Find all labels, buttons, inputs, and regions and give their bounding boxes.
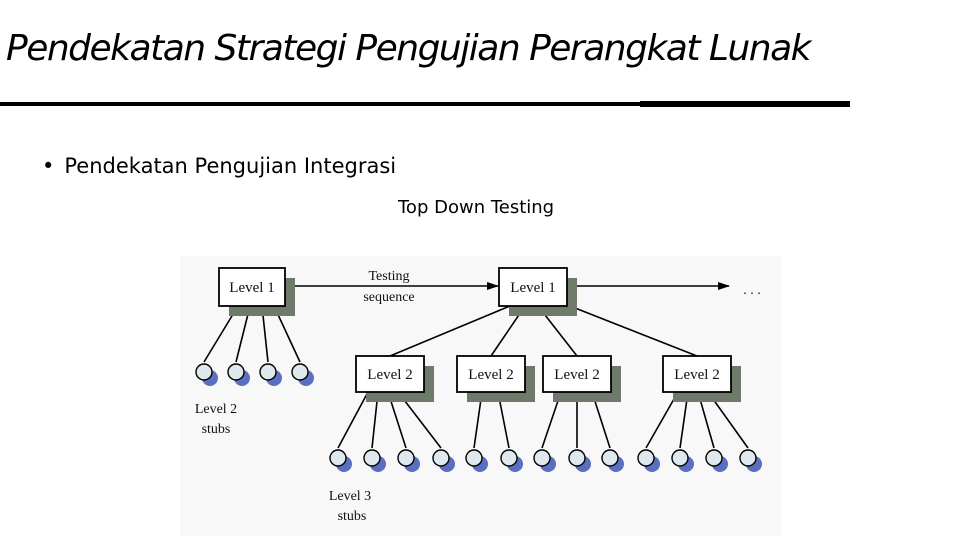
stub-circle	[195, 363, 213, 381]
level3-stub	[601, 449, 624, 472]
title-underline-thick	[640, 101, 850, 107]
level2-stub	[227, 363, 250, 386]
level1-box-right: Level 1	[498, 267, 577, 316]
slide-title: Pendekatan Strategi Pengujian Perangkat …	[6, 28, 812, 69]
level3-stubs-label-2: stubs	[338, 509, 367, 524]
box-label: Level 2	[554, 367, 599, 383]
box-label: Level 2	[674, 367, 719, 383]
stub-circle	[227, 363, 245, 381]
sequence-continuation-ellipsis: . . .	[743, 283, 761, 298]
level3-stub	[739, 449, 762, 472]
stub-circle	[397, 449, 415, 467]
top-down-testing-diagram: Level 1 Level 1 Level 2 Level 2 Level 2 Level…	[180, 256, 782, 536]
level2-box: Level 2	[456, 355, 535, 402]
level2-stub	[259, 363, 282, 386]
box-label: Level 2	[367, 367, 412, 383]
stub-circle	[671, 449, 689, 467]
level2-box: Level 2	[542, 355, 621, 402]
connector-line	[337, 391, 369, 449]
stub-circle	[259, 363, 277, 381]
stub-circle	[465, 449, 483, 467]
level2-box: Level 2	[355, 355, 434, 402]
box-frame	[218, 267, 286, 307]
connector-line	[645, 391, 679, 449]
diagram-canvas: Level 1 Level 1 Level 2 Level 2 Level 2 Level…	[195, 267, 762, 524]
level2-stubs-label-1: Level 2	[195, 402, 237, 417]
stub-circle	[601, 449, 619, 467]
level3-stub	[500, 449, 523, 472]
bullet-text: Pendekatan Pengujian Integrasi	[64, 154, 397, 178]
level3-stubs-label-1: Level 3	[329, 489, 371, 504]
box-label: Level 1	[510, 280, 555, 296]
level1-box-left: Level 1	[218, 267, 295, 316]
box-frame	[456, 355, 526, 393]
level2-box: Level 2	[662, 355, 741, 402]
stub-nodes	[195, 363, 762, 472]
box-frame	[662, 355, 732, 393]
level3-stub	[533, 449, 556, 472]
stub-circle	[329, 449, 347, 467]
stub-circle	[637, 449, 655, 467]
box-frame	[355, 355, 425, 393]
box-frame	[498, 267, 568, 307]
level3-stub	[705, 449, 728, 472]
box-label: Level 2	[468, 367, 513, 383]
level3-stub	[637, 449, 660, 472]
stub-circle	[291, 363, 309, 381]
stub-circle	[432, 449, 450, 467]
level3-stub	[568, 449, 591, 472]
title-underline	[0, 102, 640, 106]
level3-stub	[432, 449, 455, 472]
stub-circle	[739, 449, 757, 467]
level2-stub	[291, 363, 314, 386]
stub-circle	[500, 449, 518, 467]
level3-stub	[363, 449, 386, 472]
module-boxes: Level 1 Level 1 Level 2 Level 2 Level 2 Level…	[218, 267, 741, 402]
level2-stubs-label-2: stubs	[202, 422, 231, 437]
stub-circle	[568, 449, 586, 467]
level2-stub	[195, 363, 218, 386]
level3-stub	[671, 449, 694, 472]
box-label: Level 1	[229, 280, 274, 296]
testing-sequence-label-2: sequence	[363, 290, 414, 305]
level3-stub	[397, 449, 420, 472]
diagram-subtitle: Top Down Testing	[398, 197, 555, 218]
box-frame	[542, 355, 612, 393]
bullet-item: • Pendekatan Pengujian Integrasi	[42, 154, 396, 178]
testing-sequence-label-1: Testing	[368, 269, 409, 284]
bullet-symbol: •	[42, 154, 55, 178]
stub-circle	[363, 449, 381, 467]
hierarchy-connector	[389, 305, 511, 357]
level3-stub	[329, 449, 352, 472]
stub-circle	[705, 449, 723, 467]
stub-circle	[533, 449, 551, 467]
hierarchy-connector	[569, 305, 698, 357]
level3-stub	[465, 449, 488, 472]
